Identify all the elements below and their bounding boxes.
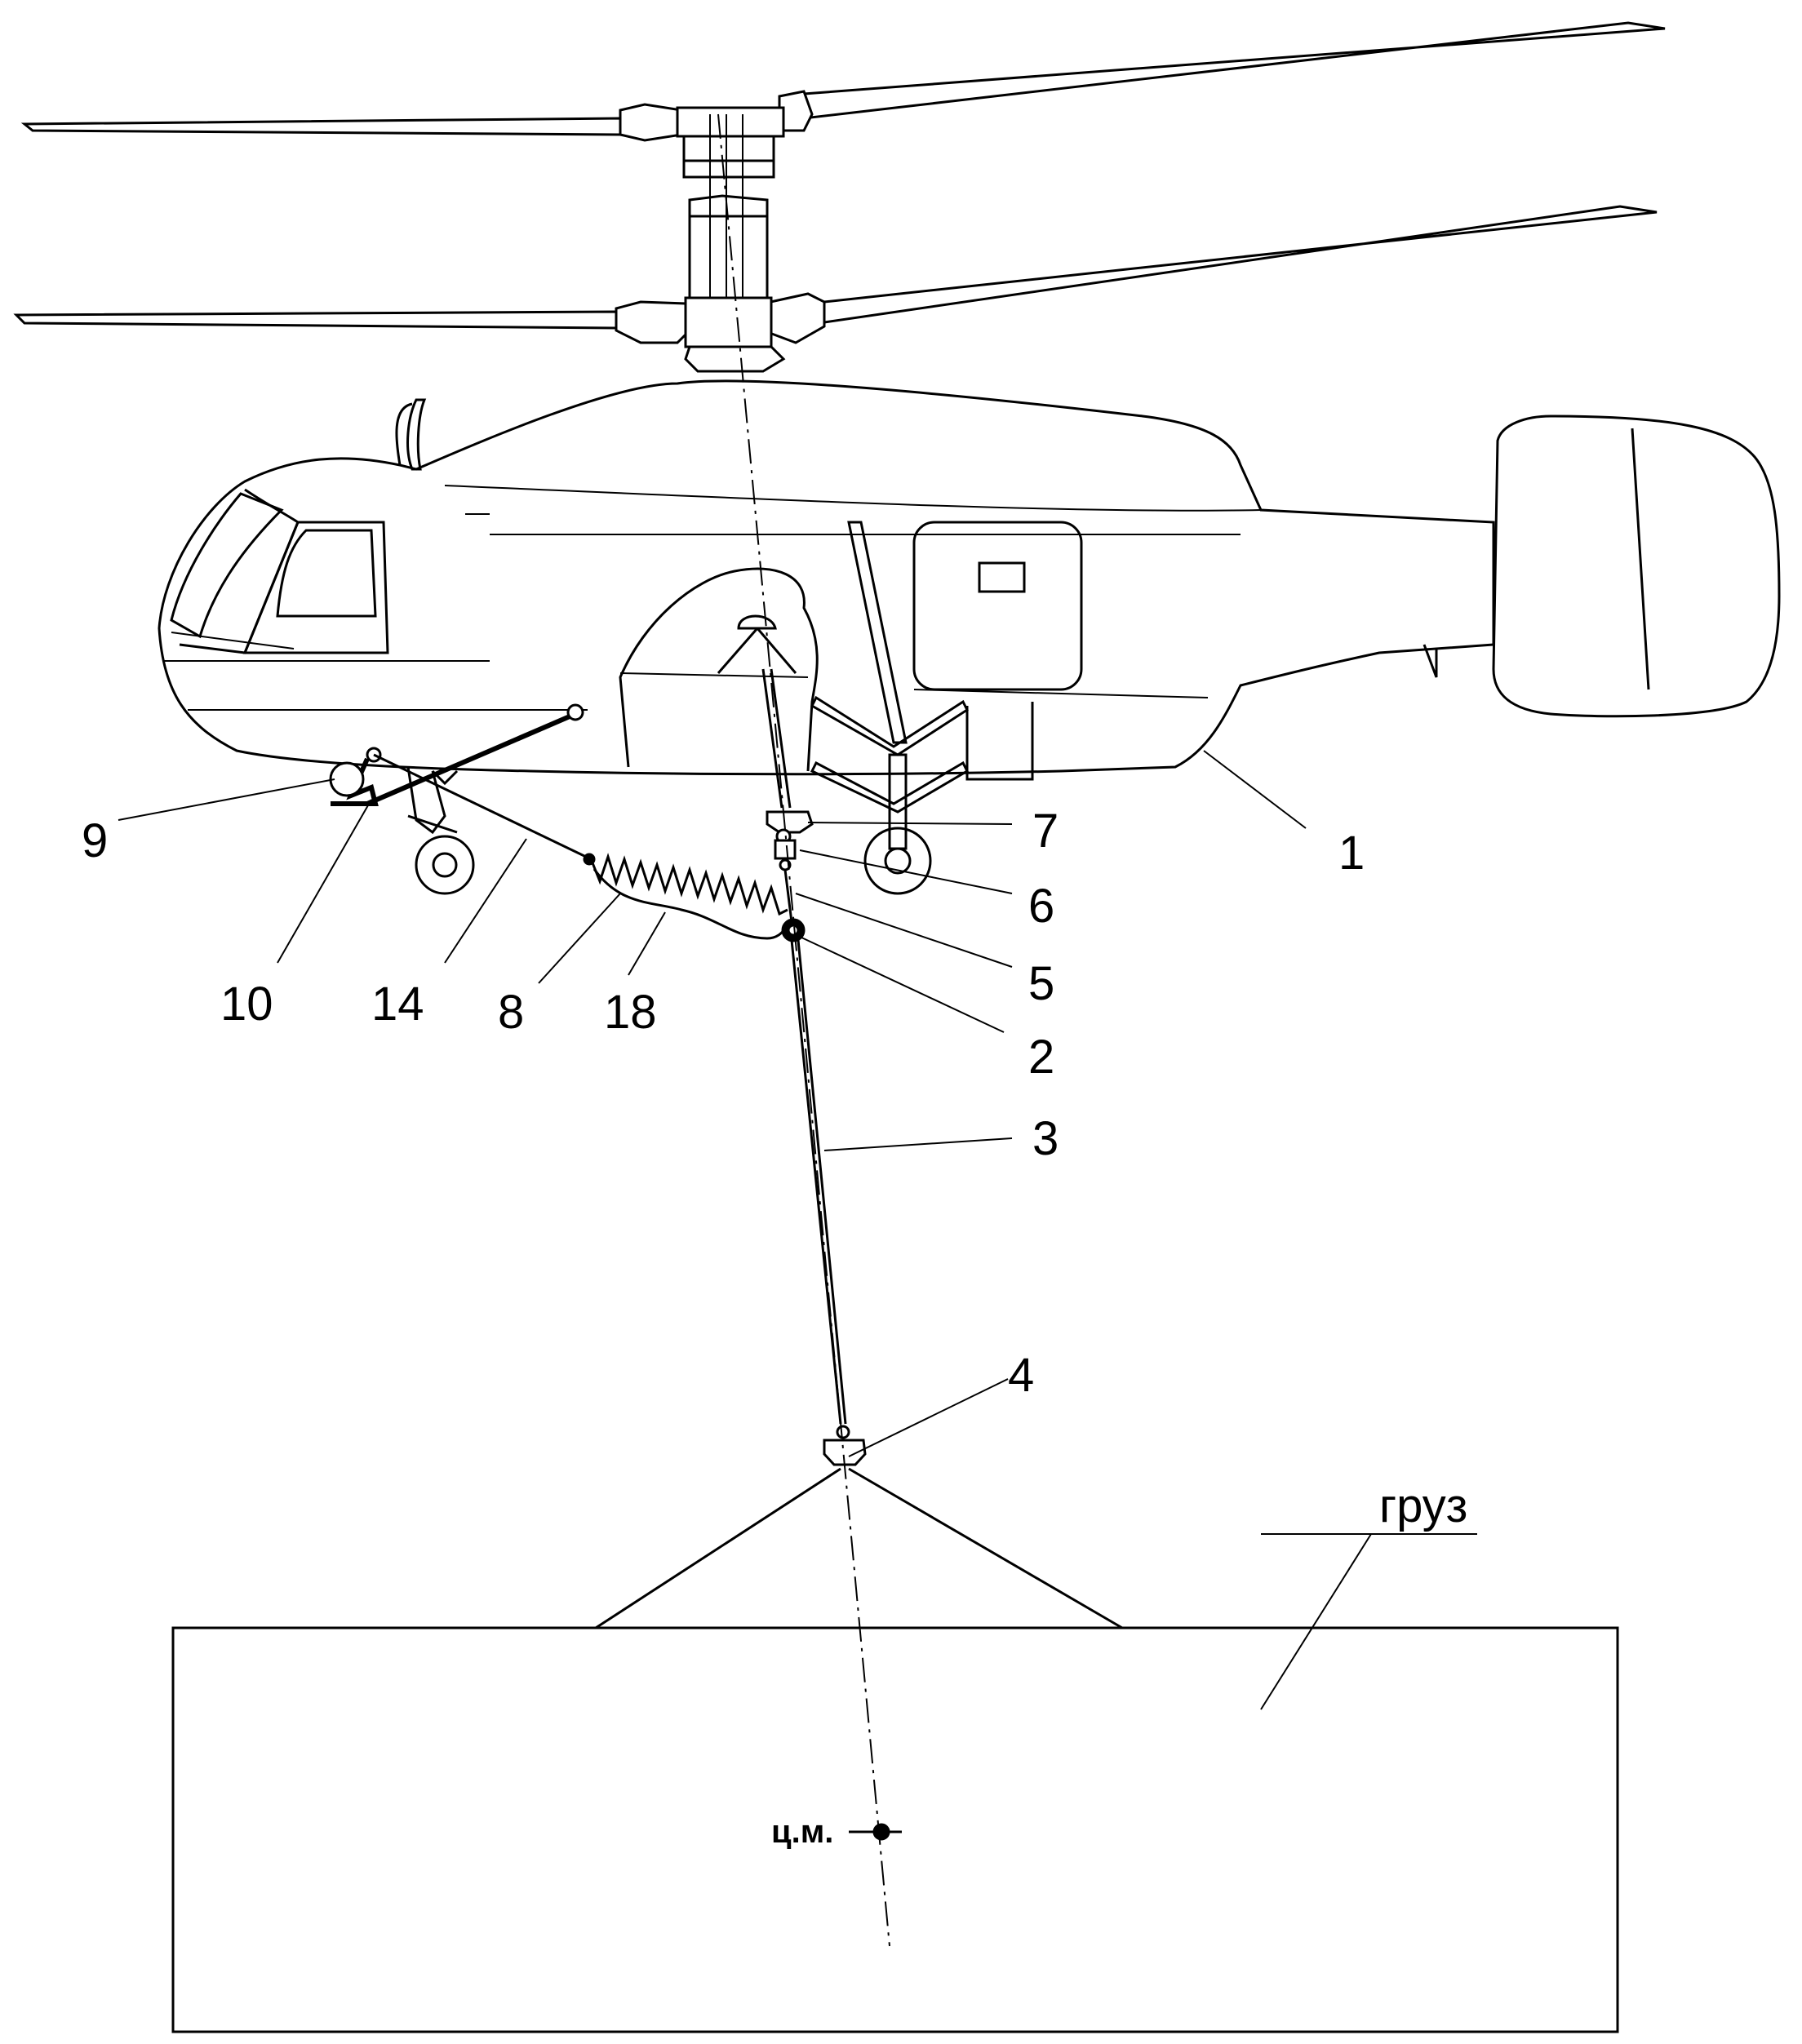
fuselage-cutaway: [619, 567, 819, 772]
cabin-door-window: [978, 561, 1026, 593]
damper-spring: [590, 853, 788, 916]
slack-sling: [593, 868, 789, 940]
boom-arm: [366, 712, 577, 806]
lower-rotor-left-blade: [13, 310, 618, 330]
upper-rotor-collar: [682, 159, 775, 179]
main-gear-wheel: [863, 827, 932, 895]
cargo-label: груз: [1379, 1479, 1467, 1532]
fuselage: [158, 379, 1781, 895]
fuselage-outline: [158, 379, 1495, 776]
swivel-unit: [774, 839, 797, 860]
sling-leg-right: [848, 1467, 1123, 1629]
callout-5: 5: [1028, 957, 1054, 1010]
engine-intake: [406, 398, 427, 471]
sling-leg-left: [595, 1467, 841, 1629]
callout-6: 6: [1028, 880, 1054, 933]
upper-rotor-left-blade: [20, 117, 622, 136]
lower-rotor-right-blade: [823, 205, 1658, 324]
cabin-door: [912, 521, 1083, 691]
lower-rotor-hub-base: [684, 345, 786, 373]
vertical-axis-line: [717, 113, 890, 1947]
hook-mount: [766, 810, 814, 834]
tail-fin: [1492, 415, 1781, 718]
upper-rotor-right-blade: [802, 21, 1666, 120]
callout-7: 7: [1032, 805, 1059, 858]
callout-8: 8: [498, 986, 524, 1039]
nose-gear-wheel: [415, 835, 475, 895]
winch-drum: [329, 761, 365, 797]
upper-tether: [761, 668, 783, 809]
cockpit-window: [276, 529, 377, 618]
tether-system: [329, 668, 1123, 1629]
callout-14: 14: [371, 978, 424, 1031]
guide-cable: [373, 753, 587, 858]
callout-3: 3: [1032, 1112, 1059, 1165]
callout-labels: 1 2 3 4 5 6 7 8 9 10 14 18 груз ц.м.: [82, 805, 1467, 1850]
callout-9: 9: [82, 814, 108, 867]
callout-10: 10: [220, 978, 273, 1031]
center-of-mass-dot: [872, 1823, 890, 1841]
callout-1: 1: [1338, 827, 1365, 880]
callout-18: 18: [604, 986, 657, 1039]
upper-rotor-hub-left: [619, 103, 683, 142]
center-of-mass-label: ц.м.: [771, 1814, 833, 1850]
lower-rotor: [13, 205, 1658, 373]
internal-suspension-mount: [737, 614, 777, 630]
cockpit-window-frame: [242, 521, 389, 654]
mast-collar-top: [688, 194, 769, 218]
main-gear-strut: [847, 521, 908, 744]
nose-gear-strut: [406, 766, 446, 835]
load-hook: [823, 1439, 867, 1466]
cargo-box: [171, 1626, 1619, 2033]
cockpit-canopy: [170, 492, 284, 639]
link-5: [783, 869, 793, 923]
lower-rotor-hub-core: [684, 296, 773, 348]
callout-4: 4: [1008, 1349, 1034, 1402]
upper-rotor: [20, 21, 1666, 179]
leader-lines: [118, 750, 1477, 1710]
callout-2: 2: [1028, 1031, 1054, 1084]
upper-rotor-hub: [676, 106, 785, 138]
